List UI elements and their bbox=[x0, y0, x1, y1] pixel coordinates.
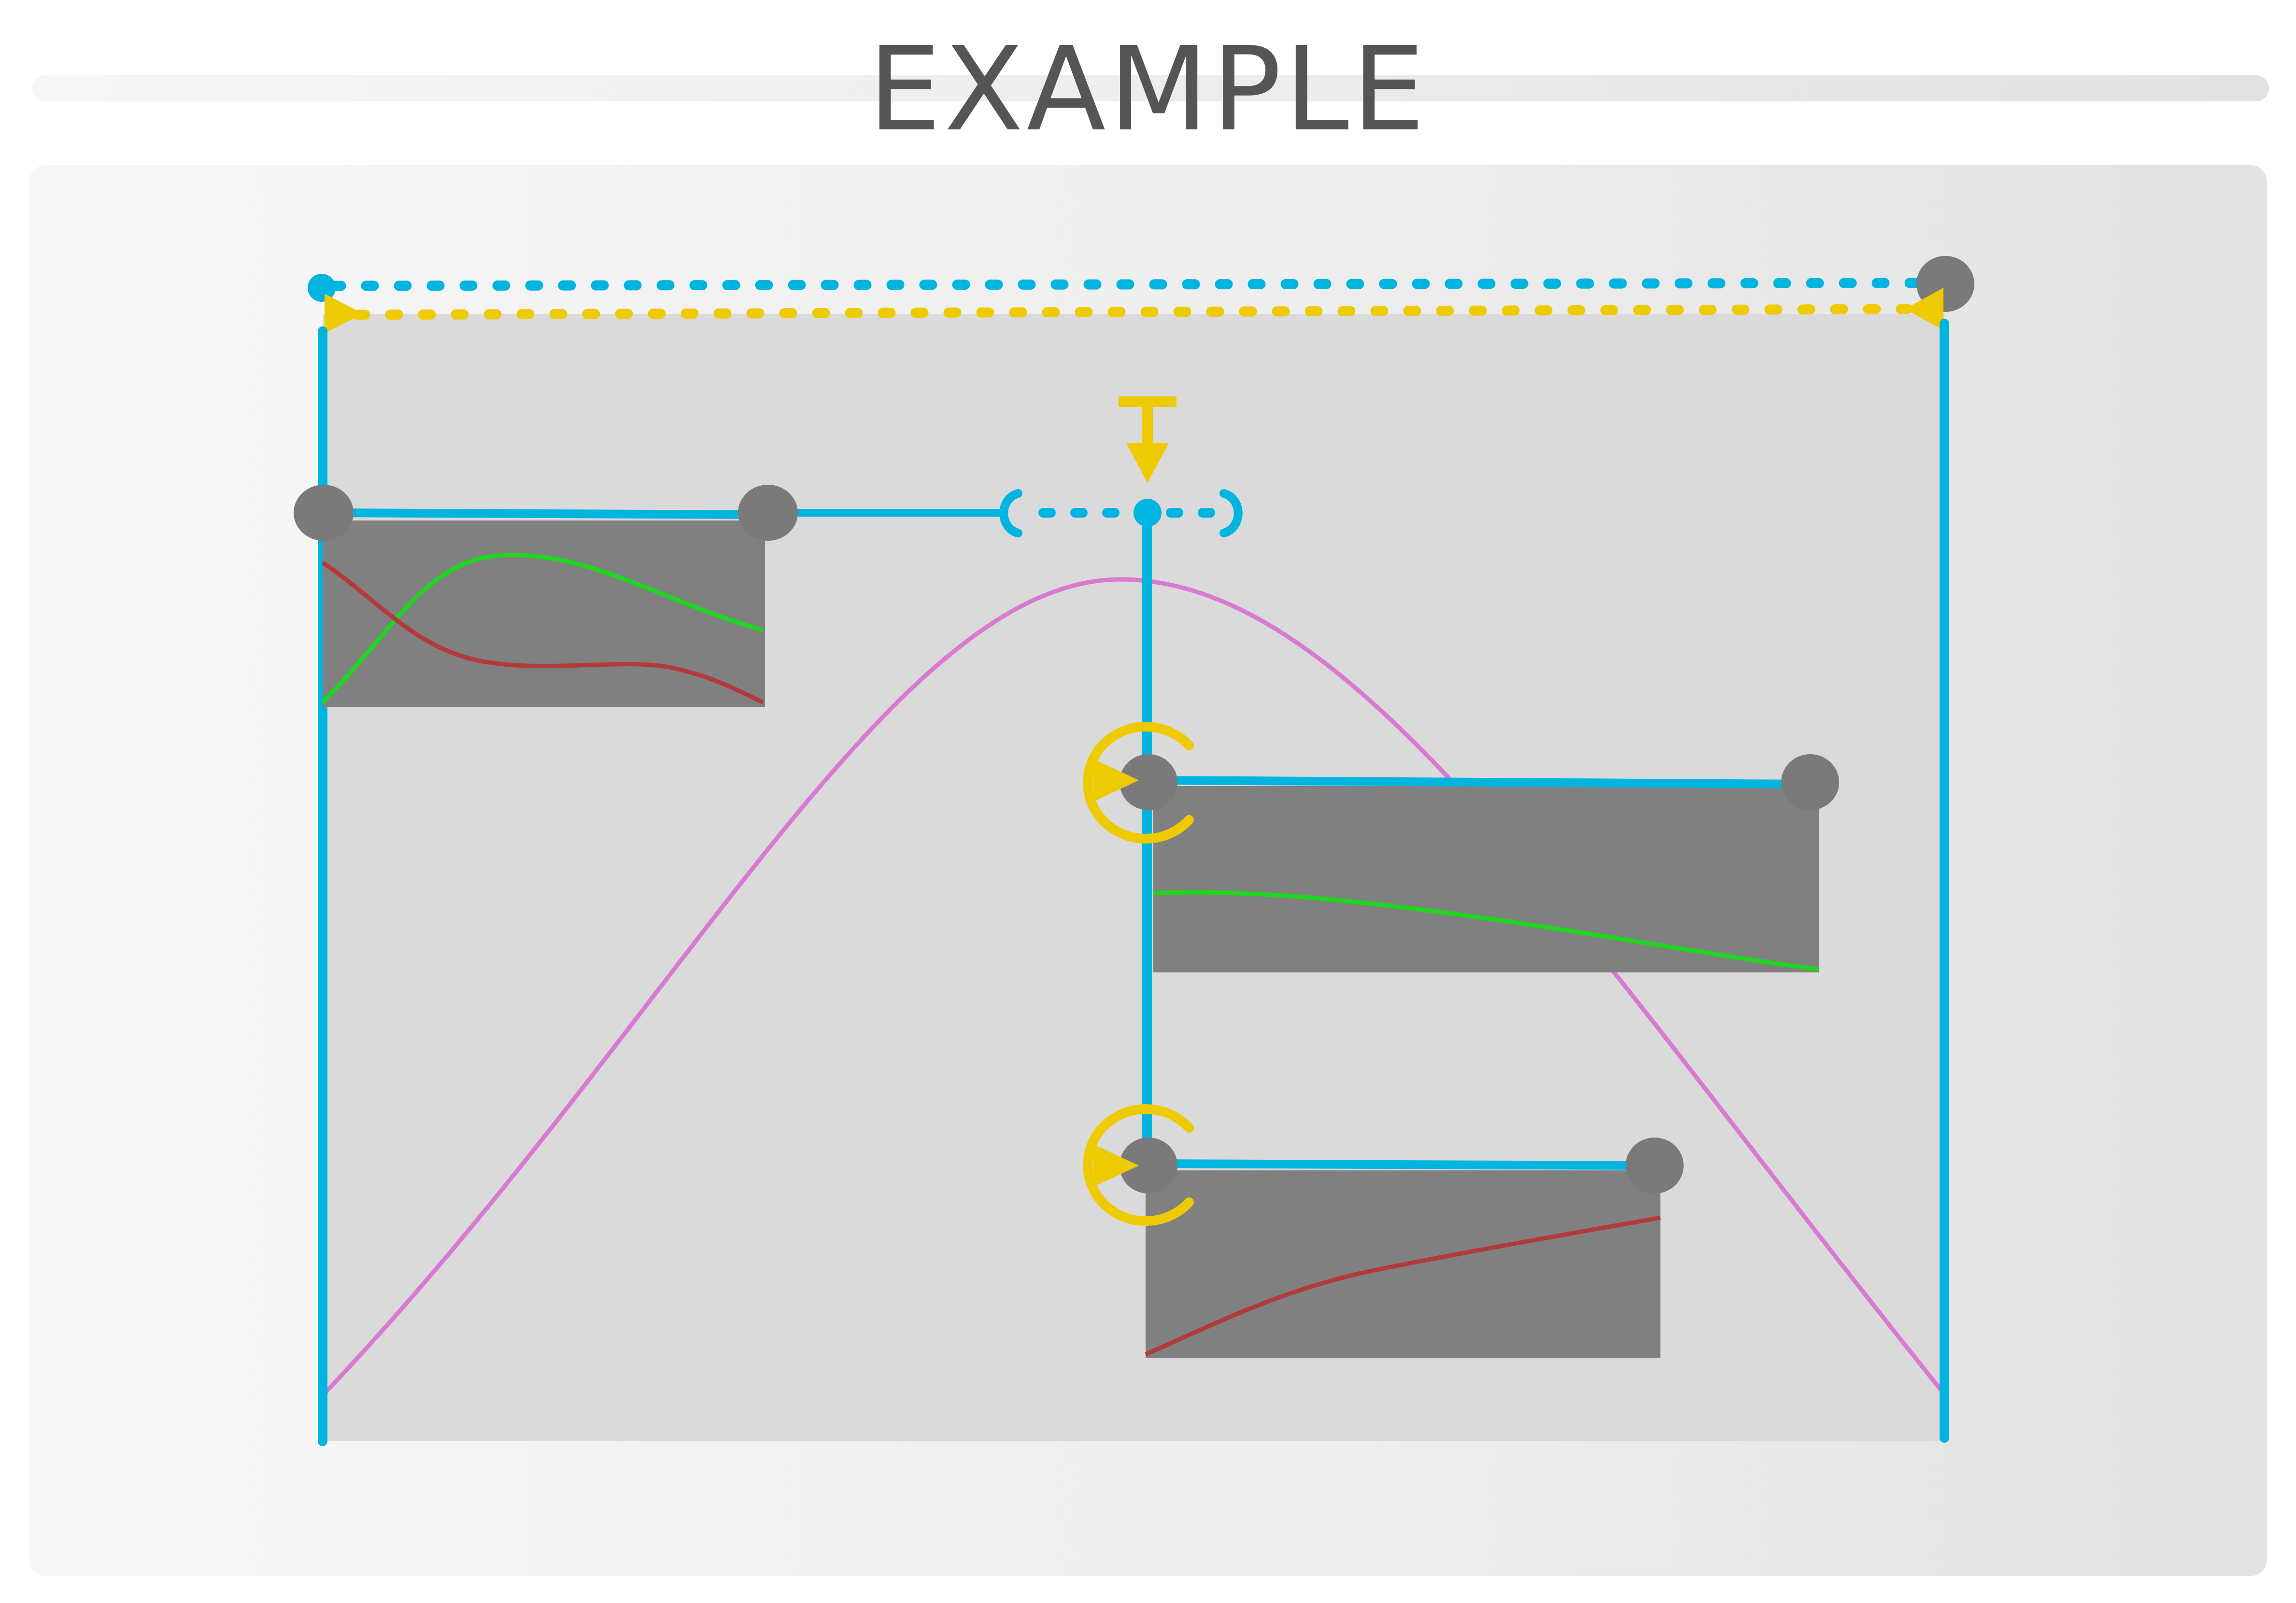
clip-1-left-handle-knob[interactable] bbox=[294, 485, 354, 541]
rotate-arrowhead bbox=[1093, 1144, 1139, 1187]
loop-start-arrow bbox=[325, 294, 363, 333]
clip-3-left-handle-knob[interactable] bbox=[1120, 1138, 1177, 1194]
bracket-right bbox=[1219, 489, 1243, 537]
clip-1-green-curve bbox=[321, 552, 764, 704]
drop-pin-icon[interactable] bbox=[1119, 396, 1176, 483]
rotate-arc bbox=[1083, 1104, 1194, 1226]
clip-1-red-curve bbox=[321, 561, 765, 705]
clip-1-top-edge bbox=[323, 508, 768, 519]
rotate-arc bbox=[1083, 722, 1194, 844]
envelope-curve bbox=[321, 577, 1945, 1397]
clip-3-top-edge bbox=[1149, 1159, 1652, 1170]
bracket-left bbox=[999, 489, 1022, 537]
clip-3[interactable] bbox=[1083, 1104, 1684, 1358]
rotate-arrowhead bbox=[1093, 759, 1139, 802]
clip-2-left-handle-knob[interactable] bbox=[1120, 754, 1177, 810]
clip-3-right-handle-knob[interactable] bbox=[1626, 1138, 1684, 1194]
loop-dotted-line-blue bbox=[328, 278, 1932, 291]
clip-2[interactable] bbox=[1083, 722, 1839, 972]
page-title: EXAMPLE bbox=[868, 22, 1428, 157]
clip-3-red-curve bbox=[1145, 1215, 1661, 1357]
clip-1[interactable] bbox=[294, 485, 798, 707]
clip-1-box bbox=[323, 520, 765, 707]
loop-start-dot[interactable] bbox=[308, 274, 336, 302]
clip-2-green-curve bbox=[1153, 890, 1819, 972]
drop-point-dot[interactable] bbox=[1134, 499, 1162, 527]
title-bar bbox=[32, 75, 2269, 101]
loop-dotted-arrow-icon[interactable] bbox=[308, 256, 1974, 333]
loop-dotted-line-yellow bbox=[352, 304, 1913, 320]
rotate-arrow-icon[interactable] bbox=[1083, 722, 1194, 844]
clip-1-right-handle-knob[interactable] bbox=[738, 485, 798, 541]
clip-2-box bbox=[1153, 786, 1819, 972]
rotate-arrow-icon[interactable] bbox=[1083, 1104, 1194, 1226]
loop-end-arrow bbox=[1905, 288, 1943, 330]
clip-2-top-edge bbox=[1149, 776, 1812, 788]
drop-range-bracket[interactable] bbox=[999, 489, 1243, 537]
clip-2-right-handle-knob[interactable] bbox=[1781, 754, 1839, 810]
pin-arrow bbox=[1126, 443, 1169, 483]
